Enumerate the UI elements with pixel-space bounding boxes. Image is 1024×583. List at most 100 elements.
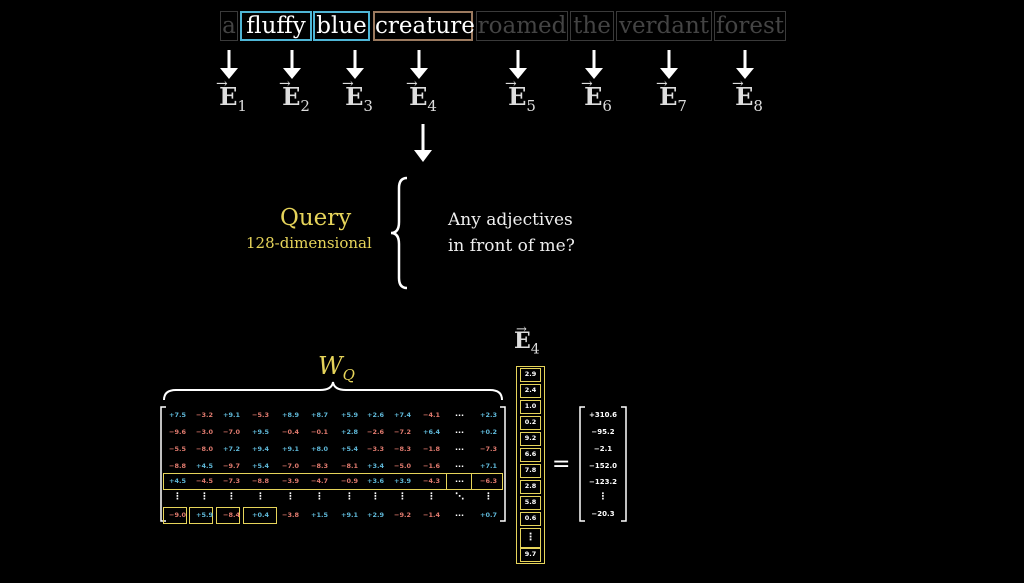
matrix-cell: −9.0 <box>169 511 186 519</box>
matrix-cell: −9.2 <box>394 511 411 519</box>
matrix-cell: −5.0 <box>394 462 411 470</box>
down-arrow-icon <box>660 50 678 79</box>
query-question-line2: in front of me? <box>448 236 575 256</box>
token: roamed <box>476 11 568 41</box>
matrix-cell: −4.1 <box>423 411 440 419</box>
matrix-cell: ··· <box>454 428 465 437</box>
matrix-cell: +8.7 <box>311 411 328 419</box>
matrix-cell: +9.1 <box>341 511 358 519</box>
result-cell: −95.2 <box>591 428 615 436</box>
matrix-cell: +3.4 <box>367 462 384 470</box>
embedding-label: →E1 <box>216 76 247 115</box>
result-brackets <box>579 406 627 522</box>
matrix-cell: ⋮ <box>173 492 182 502</box>
matrix-cell: −7.3 <box>223 477 240 485</box>
down-arrow-icon <box>414 124 432 162</box>
matrix-cell: −7.0 <box>282 462 299 470</box>
token: the <box>570 11 614 41</box>
down-arrow-icon <box>346 50 364 79</box>
result-cell: +310.6 <box>588 411 617 419</box>
matrix-cell: +1.5 <box>311 511 328 519</box>
matrix-cell: ⋮ <box>227 492 236 502</box>
vector-cell: 2.9 <box>520 368 541 382</box>
matrix-cell: +6.4 <box>423 428 440 436</box>
vector-cell: 5.8 <box>520 496 541 510</box>
query-subtitle: 128-dimensional <box>246 234 372 252</box>
vector-cell: 6.6 <box>520 448 541 462</box>
matrix-cell: +2.8 <box>341 428 358 436</box>
matrix-cell: −7.2 <box>394 428 411 436</box>
matrix-cell: ⋮ <box>256 492 265 502</box>
embedding-label: →E3 <box>342 76 373 115</box>
matrix-cell: ··· <box>454 445 465 454</box>
matrix-cell: −1.8 <box>423 445 440 453</box>
matrix-cell: +9.4 <box>252 445 269 453</box>
matrix-cell: −4.7 <box>311 477 328 485</box>
vector-cell: 7.8 <box>520 464 541 478</box>
matrix-cell: −6.3 <box>480 477 497 485</box>
matrix-cell: +9.5 <box>252 428 269 436</box>
matrix-cell: −1.4 <box>423 511 440 519</box>
vector-cell: 0.6 <box>520 512 541 526</box>
matrix-cell: ··· <box>454 511 465 520</box>
matrix-cell: +3.6 <box>367 477 384 485</box>
matrix-cell: +5.4 <box>341 445 358 453</box>
token: verdant <box>616 11 712 41</box>
matrix-cell: +8.0 <box>311 445 328 453</box>
matrix-cell: −8.3 <box>394 445 411 453</box>
matrix-cell: ··· <box>454 477 465 486</box>
embedding-label: →E6 <box>581 76 612 115</box>
matrix-cell: +2.6 <box>367 411 384 419</box>
down-arrow-icon <box>585 50 603 79</box>
embedding-label: →E2 <box>279 76 310 115</box>
matrix-cell: ··· <box>454 462 465 471</box>
matrix-cell: +2.9 <box>367 511 384 519</box>
matrix-cell: +0.4 <box>252 511 269 519</box>
embedding-label: →E8 <box>732 76 763 115</box>
vector-cell: 9.2 <box>520 432 541 446</box>
embedding-label: →E7 <box>656 76 687 115</box>
matrix-cell: ⋮ <box>286 492 295 502</box>
horizontal-brace-icon <box>163 381 503 401</box>
matrix-cell-highlight <box>243 507 277 524</box>
down-arrow-icon <box>220 50 238 79</box>
matrix-cell: ⋮ <box>371 492 380 502</box>
token: fluffy <box>240 11 312 41</box>
embedding-label: →E5 <box>505 76 536 115</box>
matrix-cell: +7.4 <box>394 411 411 419</box>
query-title: Query <box>280 205 352 231</box>
vector-cell: ⋮ <box>520 528 541 548</box>
matrix-cell: −1.6 <box>423 462 440 470</box>
matrix-cell: +8.9 <box>282 411 299 419</box>
matrix-cell: −8.3 <box>311 462 328 470</box>
result-cell: −20.3 <box>591 510 615 518</box>
matrix-cell: −4.3 <box>423 477 440 485</box>
matrix-cell: +2.3 <box>480 411 497 419</box>
matrix-cell: −9.7 <box>223 462 240 470</box>
result-cell: −123.2 <box>588 478 617 486</box>
matrix-cell: +9.1 <box>223 411 240 419</box>
matrix-cell: +4.5 <box>196 462 213 470</box>
matrix-cell: +7.1 <box>480 462 497 470</box>
matrix-cell: −0.1 <box>311 428 328 436</box>
token: a <box>220 11 238 41</box>
matrix-cell: −3.8 <box>282 511 299 519</box>
matrix-cell: −3.3 <box>367 445 384 453</box>
matrix-cell: −0.4 <box>282 428 299 436</box>
result-cell: −2.1 <box>593 445 613 453</box>
matrix-cell: ⋱ <box>455 492 464 502</box>
query-question-line1: Any adjectives <box>448 210 573 230</box>
matrix-cell: ⋮ <box>315 492 324 502</box>
matrix-ellipsis-highlight <box>446 473 472 490</box>
matrix-cell: ⋮ <box>398 492 407 502</box>
matrix-row-highlight <box>163 473 503 490</box>
matrix-cell: ⋮ <box>200 492 209 502</box>
matrix-cell: −7.0 <box>223 428 240 436</box>
matrix-cell: ··· <box>454 411 465 420</box>
vector-outline <box>516 366 545 564</box>
matrix-cell: −3.0 <box>196 428 213 436</box>
matrix-cell: −8.0 <box>196 445 213 453</box>
matrix-label: WQ <box>318 352 355 384</box>
vector-cell: 9.7 <box>520 548 541 562</box>
matrix-cell: −8.1 <box>341 462 358 470</box>
